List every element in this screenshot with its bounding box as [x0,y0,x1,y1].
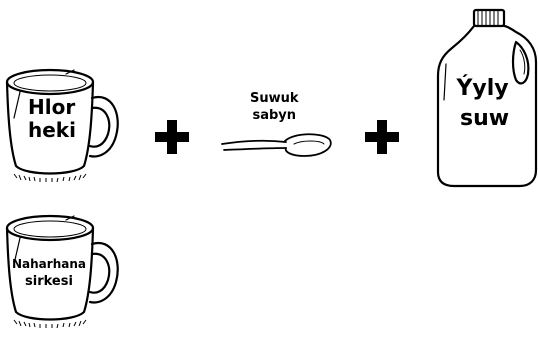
spoon-icon [218,128,336,168]
liquid-soap-spoon: Suwuk sabyn [218,88,336,168]
plus-sign-1 [155,120,189,154]
soap-label-line2: sabyn [250,107,299,124]
bleach-label: Hlor heki [28,96,76,142]
soap-label-line1: Suwuk [250,90,299,107]
vinegar-label-line1: Naharhana [12,256,86,273]
water-label: Ýyly suw [456,74,509,134]
vinegar-label: Naharhana sirkesi [12,256,86,290]
vinegar-mug: Naharhana sirkesi [0,208,128,337]
plus-icon [365,120,399,154]
warm-water-jug: Ýyly suw [432,4,538,190]
water-label-line1: Ýyly [456,74,509,104]
plus-icon [155,120,189,154]
vinegar-label-line2: sirkesi [12,273,86,290]
water-label-line2: suw [456,104,509,134]
bleach-mug: Hlor heki [0,62,128,192]
bleach-label-line1: Hlor [28,96,76,119]
plus-sign-2 [365,120,399,154]
soap-label: Suwuk sabyn [250,90,299,124]
bleach-label-line2: heki [28,119,76,142]
